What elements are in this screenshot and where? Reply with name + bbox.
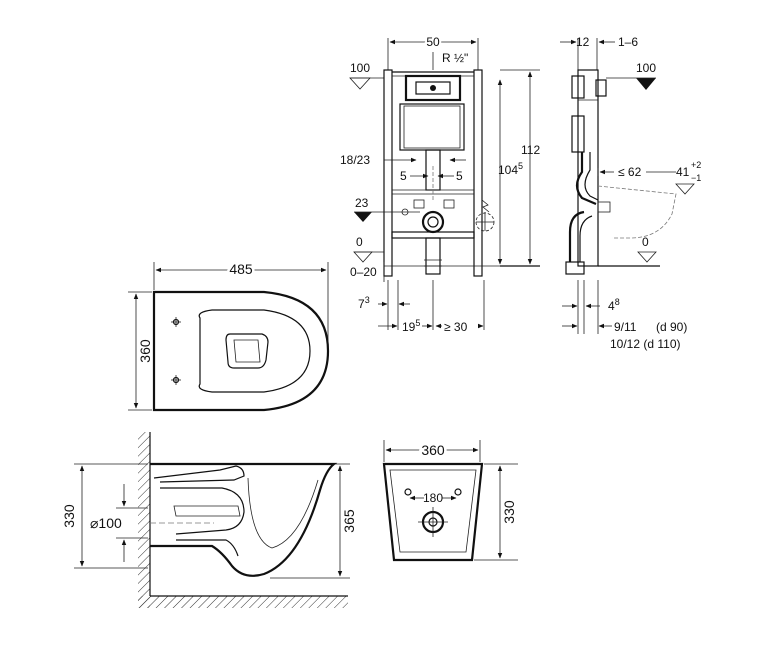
frame-right-upright [473,69,483,277]
height-365-label: 365 [341,509,357,533]
range-label: 0–20 [350,265,377,279]
frame-left-upright [383,69,393,277]
dim-7-label: 73 [358,295,370,311]
level-23-label: 23 [355,196,369,210]
height-330-label: 330 [61,504,77,528]
dim-41-label: 41 [676,165,690,179]
bowl-section-outline [150,462,338,577]
level-marker-open-icon [637,251,657,263]
dim-10-12-label: 10/12 (d 110) [610,337,681,351]
level-marker-filled-icon [636,78,656,90]
bowl-outlet [225,333,269,369]
wall-hatch [138,432,150,608]
flush-bend [575,152,597,206]
rear-outline [382,462,484,562]
cistern [399,103,465,151]
dim-5-right-label: 5 [456,169,463,183]
width-label: 360 [137,339,153,363]
width-label: 50 [426,35,440,49]
level-0-label: 0 [356,235,363,249]
frame-side-view: 12 1–6 100 ≤ 62 41 +2 −1 0 [560,35,701,351]
bowl-outline [152,290,330,412]
dim-4-label: 48 [608,297,620,313]
tolerance-plus: +2 [691,160,701,170]
bowl-inner-rim [198,309,311,393]
flush-plate [404,74,462,102]
dim-1-6-label: 1–6 [618,35,638,49]
drain-bend [568,210,585,262]
frame-front-view: 50 R ½" 100 [340,33,540,334]
length-label: 485 [229,261,253,277]
mounting-hole-icon [171,317,181,327]
drain-pipe [425,237,441,275]
level-marker-open-icon [353,251,373,263]
bowl-section-view: 330 ⌀100 365 [61,432,357,608]
level-100-label: 100 [350,61,370,75]
level-marker-open-icon [349,77,371,90]
side-level-100-label: 100 [636,61,656,75]
rear-height-label: 330 [501,500,517,524]
height-112-label: 112 [521,143,540,157]
dim-9-11-label: 9/11 [614,320,637,334]
level-marker-open-icon [675,183,695,195]
side-level-0-label: 0 [642,235,649,249]
spacing-label: 180 [423,491,443,505]
level-marker-filled-icon [354,212,372,222]
dim-30-label: ≥ 30 [444,320,468,334]
bowl-top-view: 485 360 [128,259,330,412]
toilet-outline [597,185,677,239]
dim-19-label: 195 [402,318,420,334]
fixing-hole-icon [454,488,462,496]
diameter-label: ⌀100 [90,515,122,531]
thread-label: R ½" [442,51,468,65]
floor-hatch [138,596,348,608]
height-104-label: 1045 [498,161,523,177]
bowl-rear-view: 360 180 330 [382,440,518,562]
dim-12-label: 12 [576,35,590,49]
tolerance-minus: −1 [691,173,701,183]
rear-width-label: 360 [421,442,445,458]
outlet-connection [421,210,445,234]
d90-label: (d 90) [656,320,687,334]
fixing-hole-icon [404,488,412,496]
mounting-hole-icon [171,375,181,385]
lightning-icon [481,199,490,213]
dim-5-left-label: 5 [400,169,407,183]
valve-icon [430,85,436,91]
dim-62-label: ≤ 62 [618,165,642,179]
dim-18-23-label: 18/23 [340,153,370,167]
